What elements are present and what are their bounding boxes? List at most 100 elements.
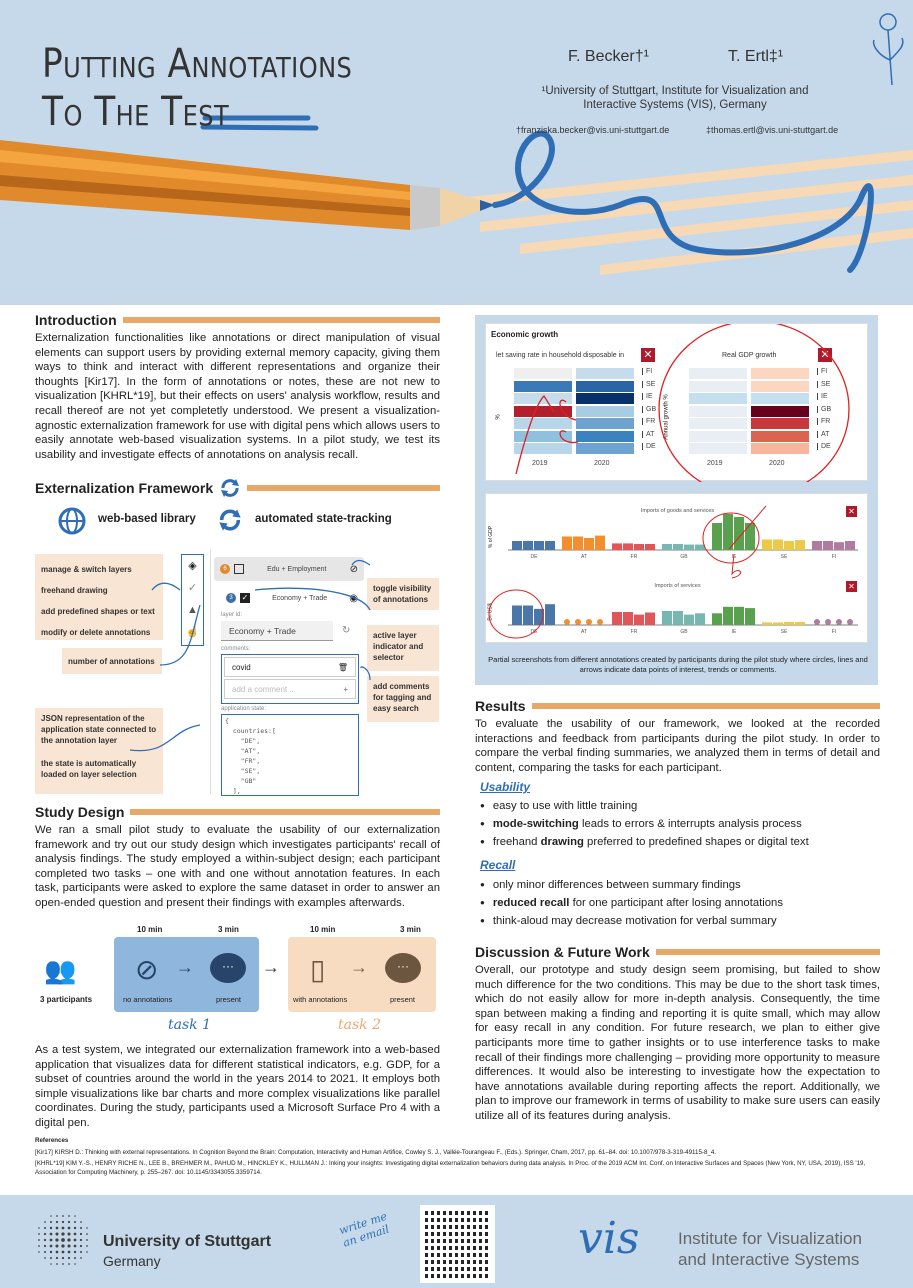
feature-state-tracking: automated state-tracking xyxy=(255,513,392,525)
email-2[interactable]: ‡thomas.ertl@vis.uni-stuttgart.de xyxy=(706,125,839,135)
heatmap-cell xyxy=(576,418,634,429)
heatmap-cell xyxy=(689,418,747,429)
close-icon[interactable]: ✕ xyxy=(641,348,655,362)
note-active-layer: active layer indicator and selector xyxy=(367,625,439,671)
discussion-heading: Discussion & Future Work xyxy=(475,944,880,960)
heatmap-title: let saving rate in household disposable … xyxy=(496,352,625,359)
add-comment-input[interactable]: add a comment ..+ xyxy=(224,679,356,699)
bar xyxy=(623,543,633,550)
close-icon[interactable]: ✕ xyxy=(846,506,857,517)
heatmap-cell xyxy=(689,380,747,392)
heatmap-cell xyxy=(689,393,747,404)
heatmap-cell xyxy=(689,430,747,442)
bullet-item: only minor differences between summary f… xyxy=(480,876,880,894)
recall-subheading: Recall xyxy=(480,858,516,872)
red-freehand-annotations xyxy=(488,505,767,639)
country-tick: SE xyxy=(781,554,788,560)
country-tick: AT xyxy=(817,430,829,438)
freehand-draw-icon[interactable]: ✓ xyxy=(187,582,198,594)
year-tick: 2019 xyxy=(707,460,723,467)
heatmap-cell xyxy=(689,443,747,454)
bar xyxy=(645,612,655,625)
bullet-emphasis: drawing xyxy=(540,836,584,848)
red-freehand-annotations xyxy=(515,324,850,482)
heatmap-cell xyxy=(751,368,809,379)
qr-code[interactable] xyxy=(420,1205,495,1283)
bar xyxy=(723,606,733,625)
bar-point xyxy=(564,619,570,625)
trash-icon[interactable]: 🗑 xyxy=(337,663,348,672)
bar xyxy=(773,539,783,550)
email-1[interactable]: †franziska.becker@vis.uni-stuttgart.de xyxy=(516,125,670,135)
country-tick: SE xyxy=(817,380,830,388)
layer-panel: 6 Edu + Employment ⊘ 3 ✓ Economy + Trade… xyxy=(210,549,364,796)
bar xyxy=(595,535,605,550)
heatmap-cell xyxy=(514,443,572,454)
annotation-count-badge: 3 xyxy=(226,593,236,603)
heatmap-cell xyxy=(751,443,809,454)
annotation-figure: Economic growth let saving rate in house… xyxy=(475,315,878,685)
close-icon[interactable]: ✕ xyxy=(818,348,832,362)
panel-title: Economic growth xyxy=(491,330,559,339)
bar xyxy=(823,541,833,550)
figure-caption: Partial screenshots from different annot… xyxy=(488,655,868,674)
institute-line: Institute for Visualization xyxy=(678,1229,862,1248)
duration-label: 3 min xyxy=(400,925,421,934)
heatmap-cell xyxy=(576,393,634,404)
layer-name: Edu + Employment xyxy=(267,565,327,573)
note-json: JSON representation of the application s… xyxy=(35,708,163,794)
bar xyxy=(512,605,522,625)
shapes-icon[interactable]: ▲ xyxy=(187,604,198,616)
layer-id-input[interactable]: Economy + Trade xyxy=(221,621,333,641)
arrow-icon: → xyxy=(350,957,368,977)
heatmap-cell xyxy=(576,405,634,417)
layer-checkbox-checked[interactable]: ✓ xyxy=(240,593,250,603)
speech-bubble-icon: ··· xyxy=(210,953,246,983)
imports-panel: Imports of goods and services Imports of… xyxy=(485,493,868,643)
study-procedure-diagram: 👥 3 participants 10 min 3 min 10 min 3 m… xyxy=(30,915,450,1040)
plus-icon[interactable]: + xyxy=(343,685,348,694)
heatmap-cell xyxy=(751,393,809,404)
title-line-2: To The Test xyxy=(42,89,230,135)
duration-label: 10 min xyxy=(310,925,336,934)
note-count: number of annotations xyxy=(62,648,162,674)
close-icon[interactable]: ✕ xyxy=(846,581,857,592)
heatmap-cell xyxy=(514,405,572,417)
layer-name: Economy + Trade xyxy=(272,594,328,602)
refresh-icon[interactable]: ↻ xyxy=(342,625,351,636)
bar-point xyxy=(597,619,603,625)
bar xyxy=(762,539,772,550)
study-heading: Study Design xyxy=(35,804,440,820)
author-2: T. Ertl‡¹ xyxy=(728,48,784,65)
country-tick: IE xyxy=(732,629,737,635)
sync-icon xyxy=(219,509,241,531)
university-country: Germany xyxy=(103,1253,161,1269)
bullet-item: easy to use with little training xyxy=(480,797,880,815)
layer-checkbox[interactable] xyxy=(234,564,244,574)
pencil-illustration xyxy=(0,13,913,275)
recall-list: only minor differences between summary f… xyxy=(480,876,880,930)
bar xyxy=(645,544,655,550)
comments-box: covid🗑 add a comment ..+ xyxy=(221,654,359,704)
poster-footer: University of Stuttgart Germany write me… xyxy=(0,1195,913,1288)
references-heading: References xyxy=(35,1137,69,1144)
study-text-1: We ran a small pilot study to evaluate t… xyxy=(35,824,440,909)
country-tick: FI xyxy=(832,554,836,560)
group-icon: 👥 xyxy=(44,955,77,985)
country-tick: IE xyxy=(817,393,828,400)
step-label: present xyxy=(390,995,416,1004)
layers-icon[interactable]: ◈ xyxy=(188,560,197,572)
feature-web-library: web-based library xyxy=(98,513,196,525)
state-label: application state: xyxy=(221,706,267,712)
comments-label: comments: xyxy=(221,646,251,652)
eye-off-icon[interactable]: ⊘ xyxy=(349,563,358,575)
sync-icon xyxy=(221,479,240,497)
heading-bar xyxy=(122,317,440,323)
application-state-json[interactable]: { countries:[ "DE", "AT", "FR", "SE", "G… xyxy=(221,714,359,796)
layer-row-inactive[interactable]: 6 Edu + Employment ⊘ xyxy=(214,557,364,581)
annotation-arrows xyxy=(129,559,371,752)
bullet-item: reduced recall for one participant after… xyxy=(480,894,880,912)
affiliation-line: Interactive Systems (VIS), Germany xyxy=(583,99,767,111)
country-tick: FI xyxy=(642,368,652,375)
